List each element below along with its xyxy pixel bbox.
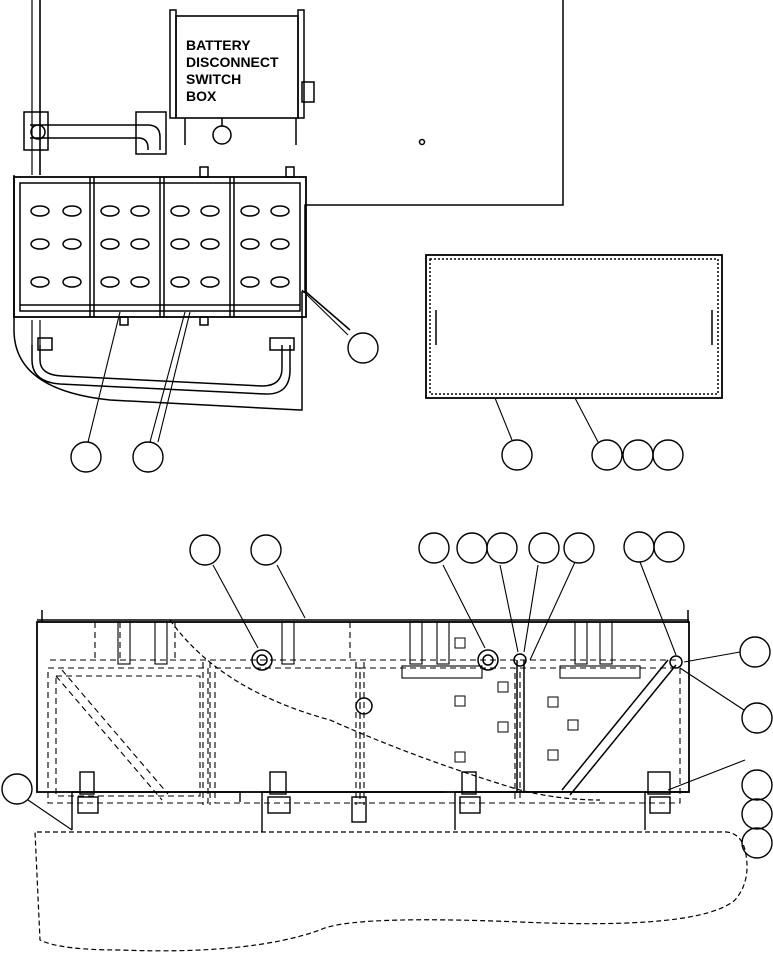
callout-bubble — [741, 702, 773, 734]
tray-slot — [240, 276, 260, 288]
tray-slot — [200, 238, 220, 250]
callout-bubble — [563, 532, 595, 564]
tray-slot — [30, 205, 50, 217]
mounting-plate-outline — [13, 0, 564, 411]
box-label-line1: BATTERY — [186, 37, 251, 53]
tray-slot — [170, 238, 190, 250]
mounting-holes — [454, 637, 579, 763]
box-label-line4: BOX — [186, 88, 217, 104]
tray-slot — [170, 205, 190, 217]
side-view — [34, 610, 748, 952]
callout-bubble — [418, 532, 450, 564]
callout-bubble — [652, 439, 684, 471]
tray-slot — [170, 276, 190, 288]
tray-slot — [30, 238, 50, 250]
switch-box-latch — [301, 81, 315, 103]
tray-slot — [200, 205, 220, 217]
hidden-batteries — [47, 622, 681, 805]
callout-bubble — [132, 441, 164, 473]
leader-lines — [27, 289, 746, 831]
callout-bubble — [250, 534, 282, 566]
callout-bubble — [189, 534, 221, 566]
tray-slot — [62, 276, 82, 288]
mounting-feet — [71, 771, 688, 832]
callouts — [1, 332, 773, 859]
enclosure — [36, 621, 690, 793]
callout-bubble — [741, 798, 773, 830]
tray-slot — [100, 238, 120, 250]
callout-bubble — [741, 827, 773, 859]
tray-slot — [130, 238, 150, 250]
tray-slot — [130, 205, 150, 217]
callout-bubble — [623, 531, 655, 563]
battery-slots — [30, 205, 290, 288]
box-label-line2: DISCONNECT — [186, 54, 279, 70]
tray-slot — [100, 276, 120, 288]
mounting-surface — [34, 831, 748, 952]
box-label-line3: SWITCH — [186, 71, 241, 87]
pipe-bracket — [30, 124, 161, 150]
vertical-pipe — [31, 0, 41, 175]
callout-bubble — [1, 773, 33, 805]
callout-bubble — [486, 532, 518, 564]
callout-bubble — [739, 636, 771, 668]
callout-bubble — [456, 532, 488, 564]
tray-slot — [130, 276, 150, 288]
tray-slot — [270, 238, 290, 250]
callout-bubble — [591, 439, 623, 471]
tray-slot — [62, 238, 82, 250]
switch-knob — [212, 125, 232, 145]
callout-bubble — [528, 532, 560, 564]
pipe-lower — [31, 320, 41, 345]
tray-slot — [270, 276, 290, 288]
callout-bubble — [741, 769, 773, 801]
tray-slot — [30, 276, 50, 288]
u-pipe — [31, 345, 291, 395]
switch-box-bracket-left — [169, 9, 177, 119]
callout-bubble — [653, 531, 685, 563]
callout-bubble — [501, 439, 533, 471]
tray-slot — [240, 238, 260, 250]
callout-bubble — [622, 439, 654, 471]
switch-box-bracket-right — [297, 9, 305, 119]
top-view: BATTERY DISCONNECT SWITCH BOX — [13, 0, 723, 411]
tray-slot — [240, 205, 260, 217]
cover-panel — [425, 254, 723, 399]
battery-terminals — [117, 621, 641, 679]
diagonal-brace — [569, 664, 677, 796]
tray-slot — [62, 205, 82, 217]
battery-tray — [13, 166, 307, 326]
tray-slot — [200, 276, 220, 288]
callout-bubble — [347, 332, 379, 364]
tray-slot — [100, 205, 120, 217]
tray-slot — [270, 205, 290, 217]
callout-bubble — [70, 441, 102, 473]
